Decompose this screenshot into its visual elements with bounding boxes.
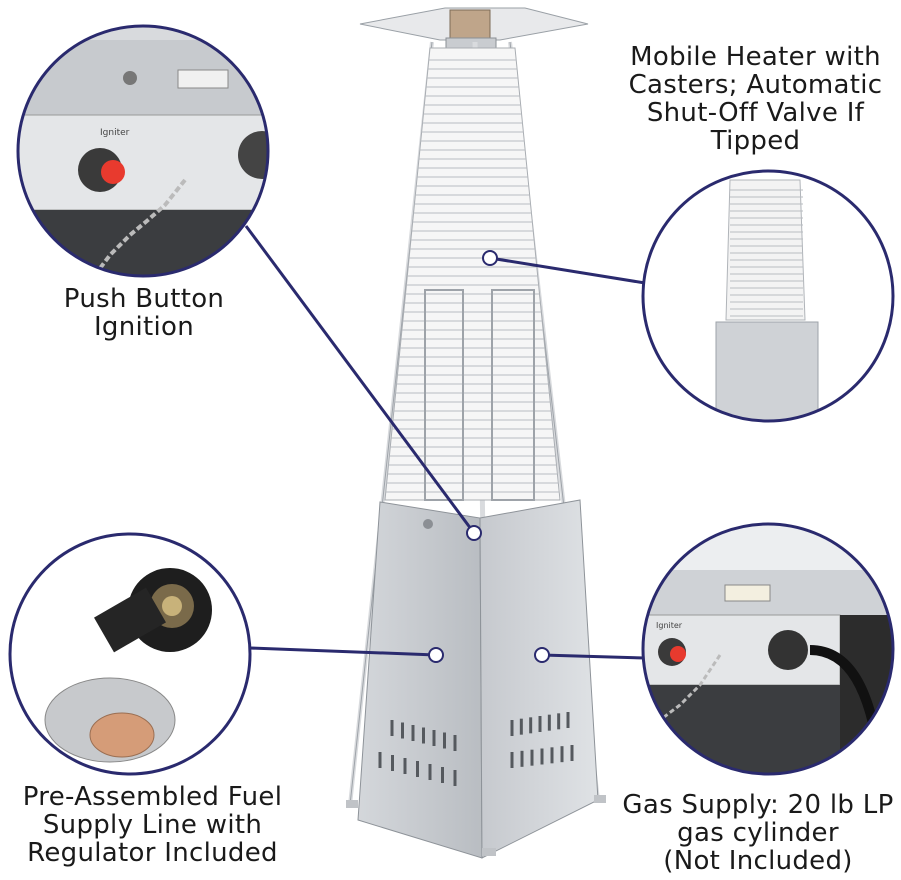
callout-line-gas bbox=[541, 653, 646, 660]
label-line: Casters; Automatic bbox=[628, 70, 883, 100]
callout-dot-regulator bbox=[428, 647, 444, 663]
panel-igniter-text-2: Igniter bbox=[656, 621, 683, 630]
label-line: Regulator Included bbox=[27, 838, 278, 868]
label-line: Push Button bbox=[63, 284, 225, 314]
label-line: Gas Supply: 20 lb LP bbox=[622, 791, 894, 820]
feature-mobile-label: Mobile Heater with Casters; Automatic Sh… bbox=[610, 43, 901, 155]
label-line: gas cylinder bbox=[677, 818, 839, 848]
label-line: (Not Included) bbox=[663, 846, 853, 875]
feature-ignition-label: Push Button Ignition bbox=[52, 285, 236, 341]
feature-regulator-label: Pre-Assembled Fuel Supply Line with Regu… bbox=[0, 783, 305, 867]
label-line: Tipped bbox=[710, 126, 801, 155]
callout-dot-ignition bbox=[466, 525, 482, 541]
callout-line-ignition bbox=[244, 225, 476, 534]
label-line: Ignition bbox=[93, 312, 195, 342]
label-line: Shut-Off Valve If bbox=[646, 98, 865, 128]
feature-gas-label: Gas Supply: 20 lb LP gas cylinder (Not I… bbox=[615, 791, 901, 875]
callout-dot-mobile bbox=[482, 250, 498, 266]
label-line: Supply Line with bbox=[42, 810, 263, 840]
panel-igniter-text: Igniter bbox=[100, 128, 130, 138]
patio-heater bbox=[346, 7, 606, 859]
callout-dot-gas bbox=[534, 647, 550, 663]
callout-line-mobile bbox=[489, 256, 646, 285]
regulator-closeup bbox=[8, 532, 252, 776]
heater-tipped-closeup bbox=[641, 169, 895, 423]
label-line: Pre-Assembled Fuel bbox=[22, 782, 283, 812]
label-line: Mobile Heater with bbox=[630, 43, 881, 72]
callout-line-regulator bbox=[249, 646, 437, 657]
ignition-closeup: Igniter bbox=[16, 24, 270, 278]
gas-supply-closeup: Igniter bbox=[641, 522, 895, 776]
